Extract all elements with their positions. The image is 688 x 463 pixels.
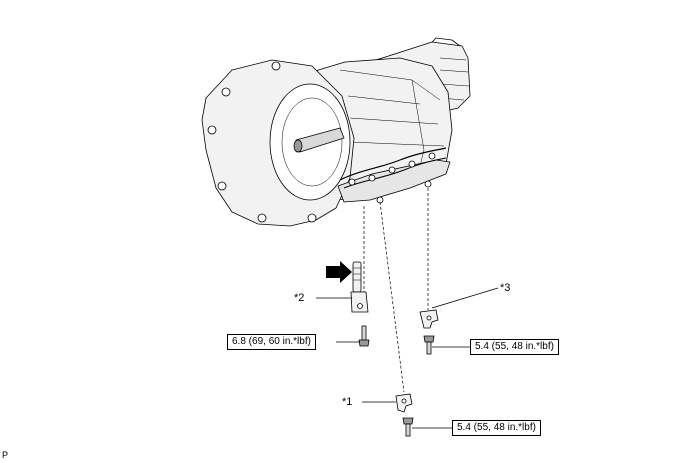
torque-spec-right: 5.4 (55, 48 in.*lbf) (470, 339, 559, 355)
clamp-part-3 (419, 309, 439, 329)
leader-line-3 (431, 287, 499, 309)
corner-mark: P (2, 450, 9, 460)
callout-label-1: *1 (342, 396, 353, 408)
transmission-assembly (201, 37, 471, 227)
bolt-bottom (402, 417, 414, 437)
clamp-part-1 (395, 393, 413, 413)
bolt-left (358, 325, 370, 347)
callout-label-2: *2 (294, 292, 305, 304)
callout-label-3: *3 (500, 282, 511, 294)
projection-lines (363, 188, 429, 393)
torque-spec-bottom: 5.4 (55, 48 in.*lbf) (452, 420, 541, 436)
wire-harness (339, 147, 447, 181)
bolt-right (423, 335, 435, 355)
projection-line-sensor-1 (379, 201, 405, 393)
speed-sensor-part-2 (350, 261, 369, 313)
torque-spec-left: 6.8 (69, 60 in.*lbf) (227, 334, 316, 350)
front-arrow-icon (326, 261, 352, 283)
